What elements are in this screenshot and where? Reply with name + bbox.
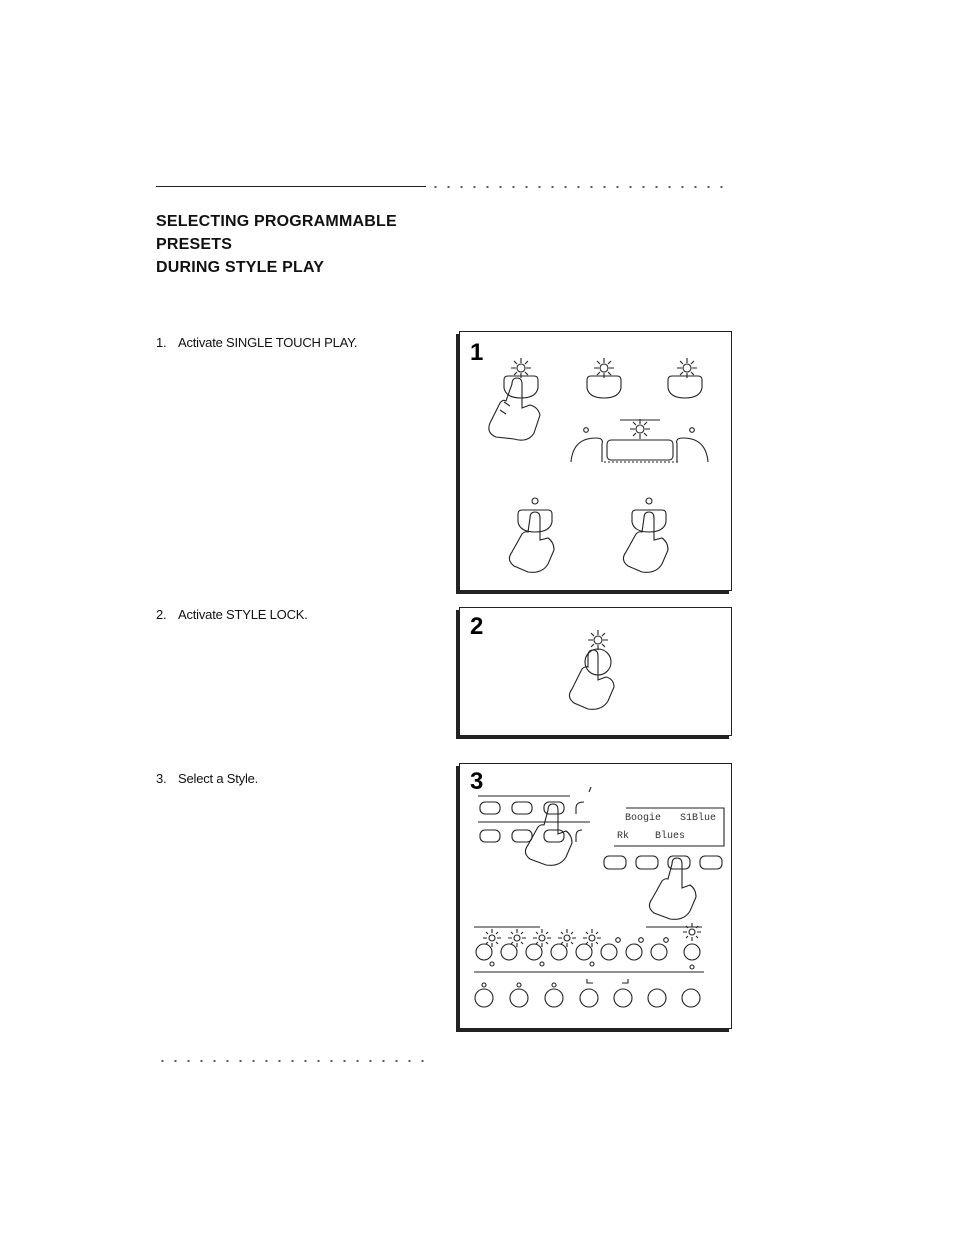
round-button: [600, 943, 618, 961]
led-lit-icon: [683, 923, 701, 941]
illustration-panel-3: 3: [459, 763, 732, 1029]
round-button: [475, 943, 493, 961]
bottom-dotted-rule: [156, 1060, 428, 1062]
pointing-hand-icon: [524, 803, 573, 866]
style-button-partial: [575, 829, 583, 842]
button-right: [667, 375, 703, 399]
led-off-icon: [481, 982, 487, 988]
round-button: [625, 943, 643, 961]
top-rule: [156, 186, 426, 187]
pointing-hand-icon: [648, 857, 697, 920]
tick-mark: [588, 786, 592, 793]
led-off-icon: [551, 982, 557, 988]
round-button: [500, 943, 518, 961]
led-lit-icon: [558, 929, 576, 947]
button-left: [503, 375, 539, 399]
panel-2-label: 2: [470, 613, 483, 640]
round-button: [544, 988, 564, 1008]
led-off-icon: [516, 982, 522, 988]
panel-3-label: 3: [470, 768, 483, 795]
led-off-icon: [539, 961, 545, 967]
panel-1-label: 1: [470, 339, 483, 366]
led-lit-icon: [483, 929, 501, 947]
style-button: [543, 829, 565, 843]
step-3-number: 3.: [156, 771, 167, 786]
step-3-text: Select a Style.: [178, 771, 259, 786]
lcd-row1-right: S1Blue: [680, 812, 716, 824]
lcd-display: [614, 807, 725, 847]
step-1-text: Activate SINGLE TOUCH PLAY.: [178, 335, 358, 350]
led-lit-icon: [630, 419, 650, 439]
step-1: 1. Activate SINGLE TOUCH PLAY.: [156, 335, 358, 350]
style-button: [511, 829, 533, 843]
round-button: [550, 943, 568, 961]
pointing-hand-icon: [508, 511, 555, 573]
round-button: [579, 988, 599, 1008]
led-off-icon: [645, 497, 653, 505]
grid-divider: [478, 795, 590, 823]
bracket-marks: [586, 979, 629, 984]
round-button: [681, 988, 701, 1008]
top-dotted-rule: [429, 186, 729, 188]
style-button: [479, 829, 501, 843]
led-off-icon: [589, 961, 595, 967]
round-button: [650, 943, 668, 961]
led-lit-icon: [533, 929, 551, 947]
led-lit-icon: [594, 358, 614, 378]
style-button: [543, 801, 565, 815]
arc-button-right: [676, 437, 709, 463]
row-divider: [474, 926, 704, 973]
led-lit-icon: [508, 929, 526, 947]
led-lit-icon: [588, 630, 608, 650]
pointing-hand-icon: [488, 377, 541, 441]
arc-button-left: [570, 437, 603, 463]
round-button: [509, 988, 529, 1008]
style-button-partial: [575, 801, 585, 814]
led-lit-icon: [511, 358, 531, 378]
soft-button: [699, 855, 723, 870]
round-button: [474, 988, 494, 1008]
pointing-hand-icon: [568, 649, 615, 710]
step-2: 2. Activate STYLE LOCK.: [156, 607, 308, 622]
round-button: [647, 988, 667, 1008]
wide-button: [606, 439, 674, 461]
step-1-number: 1.: [156, 335, 167, 350]
soft-button: [603, 855, 627, 870]
led-off-icon: [689, 964, 695, 970]
style-button: [479, 801, 501, 815]
led-off-icon: [638, 937, 644, 943]
style-button: [511, 801, 533, 815]
lcd-row1-left: Boogie: [625, 812, 661, 824]
lcd-row2-right: Blues: [655, 830, 685, 842]
soft-button: [667, 855, 691, 870]
step-3: 3. Select a Style.: [156, 771, 258, 786]
button-middle: [586, 375, 622, 399]
led-off-icon: [689, 427, 695, 433]
led-off-icon: [615, 937, 621, 943]
led-lit-icon: [677, 358, 697, 378]
round-button: [525, 943, 543, 961]
illustration-panel-1: 1: [459, 331, 732, 591]
round-button: [613, 988, 633, 1008]
soft-button: [635, 855, 659, 870]
section-heading: SELECTING PROGRAMMABLE PRESETS DURING ST…: [156, 210, 456, 279]
button-bottom-right: [631, 509, 667, 533]
pointing-hand-icon: [622, 511, 669, 573]
led-off-icon: [489, 961, 495, 967]
illustration-panel-2: 2: [459, 607, 732, 736]
led-lit-icon: [583, 929, 601, 947]
round-button: [575, 943, 593, 961]
step-2-number: 2.: [156, 607, 167, 622]
step-2-text: Activate STYLE LOCK.: [178, 607, 308, 622]
heading-line-1: SELECTING PROGRAMMABLE PRESETS: [156, 213, 397, 253]
button-bottom-left: [517, 509, 553, 533]
heading-line-2: DURING STYLE PLAY: [156, 259, 325, 276]
led-off-icon: [531, 497, 539, 505]
led-off-icon: [663, 937, 669, 943]
lcd-row2-left: Rk: [617, 830, 629, 842]
round-button: [683, 943, 701, 961]
led-off-icon: [583, 427, 589, 433]
